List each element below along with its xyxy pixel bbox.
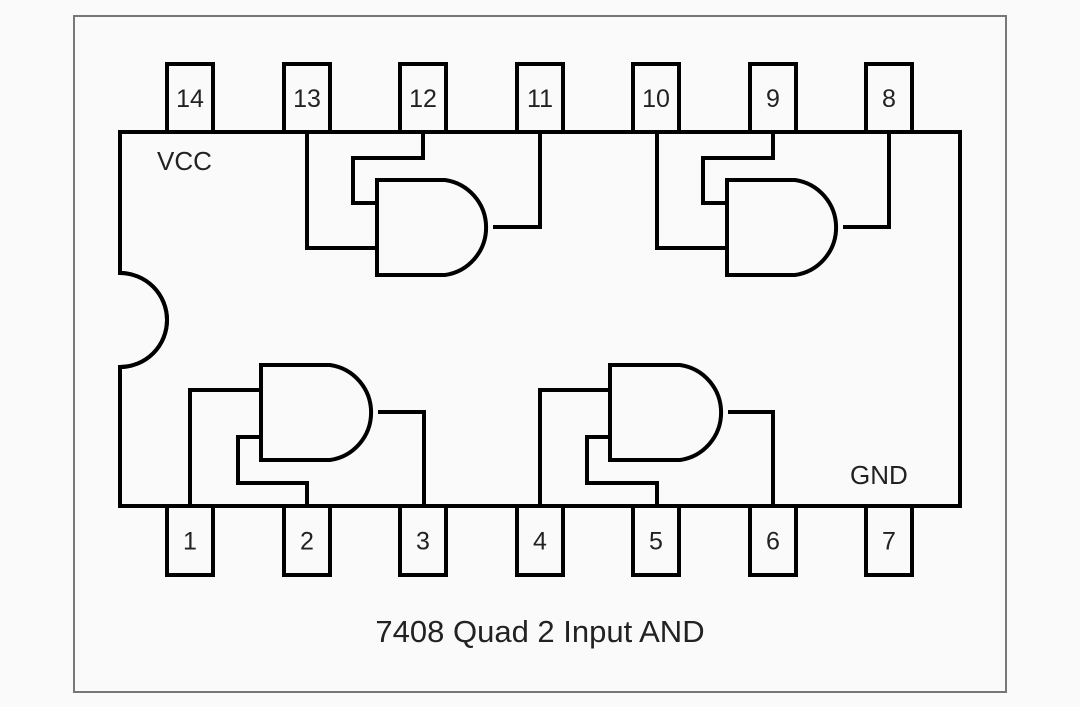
wire-pin10	[655, 132, 727, 250]
pin-box	[398, 504, 448, 577]
pin-box	[165, 504, 215, 577]
chip-notch	[119, 271, 169, 369]
top-pin-row: 14 13 12 11 10 9 8	[165, 62, 914, 134]
pin-box	[282, 62, 332, 134]
and-gate-symbol	[608, 363, 724, 462]
wire-pin8	[843, 132, 891, 229]
pin-8: 8	[864, 62, 914, 134]
and-gate-symbol	[259, 363, 374, 462]
pin-2: 2	[282, 504, 332, 577]
pin-5: 5	[631, 504, 681, 577]
vcc-label: VCC	[157, 146, 212, 176]
and-gate-symbol	[375, 178, 489, 277]
pin-box	[631, 62, 681, 134]
pin-number: 2	[300, 528, 314, 556]
pin-11: 11	[515, 62, 565, 134]
wire-pin12	[351, 132, 425, 205]
pin-number: 9	[766, 85, 780, 113]
pin-6: 6	[748, 504, 798, 577]
pin-number: 8	[882, 85, 896, 113]
pin-number: 13	[293, 85, 321, 113]
pin-number: 7	[882, 528, 896, 556]
and-gate-symbol	[725, 178, 839, 277]
pin-number: 14	[176, 85, 204, 113]
pin-box	[748, 62, 798, 134]
pin-number: 10	[642, 85, 670, 113]
pin-10: 10	[631, 62, 681, 134]
wire-pin13	[305, 132, 377, 250]
wire-pin9	[701, 132, 775, 205]
wire-pin3	[378, 410, 426, 506]
wire-pin1	[188, 388, 261, 506]
pin-3: 3	[398, 504, 448, 577]
and-gate-4	[538, 363, 775, 506]
pin-box	[165, 62, 215, 134]
pin-number: 1	[183, 528, 197, 556]
gnd-label: GND	[850, 460, 908, 490]
pin-number: 5	[649, 528, 663, 556]
pin-13: 13	[282, 62, 332, 134]
pin-number: 4	[533, 528, 547, 556]
pin-box	[864, 62, 914, 134]
wire-pin2	[236, 435, 309, 506]
pin-number: 3	[416, 528, 430, 556]
and-gate-1	[305, 132, 542, 277]
pin-7: 7	[864, 504, 914, 577]
and-gate-3	[188, 363, 426, 506]
diagram-title: 7408 Quad 2 Input AND	[375, 614, 704, 649]
pin-number: 12	[409, 85, 437, 113]
pin-12: 12	[398, 62, 448, 134]
wire-pin6	[728, 410, 775, 506]
pin-9: 9	[748, 62, 798, 134]
wire-pin4	[538, 388, 610, 506]
pin-number: 11	[527, 85, 553, 113]
pin-4: 4	[515, 504, 565, 577]
pin-14: 14	[165, 62, 215, 134]
bottom-pin-row: 1 2 3 4 5 6 7	[165, 504, 914, 577]
wire-pin11	[493, 132, 542, 229]
pin-1: 1	[165, 504, 215, 577]
wire-pin5	[585, 435, 659, 506]
and-gate-2	[655, 132, 891, 277]
pin-number: 6	[766, 528, 780, 556]
pin-box	[398, 62, 448, 134]
pin-box	[864, 504, 914, 577]
